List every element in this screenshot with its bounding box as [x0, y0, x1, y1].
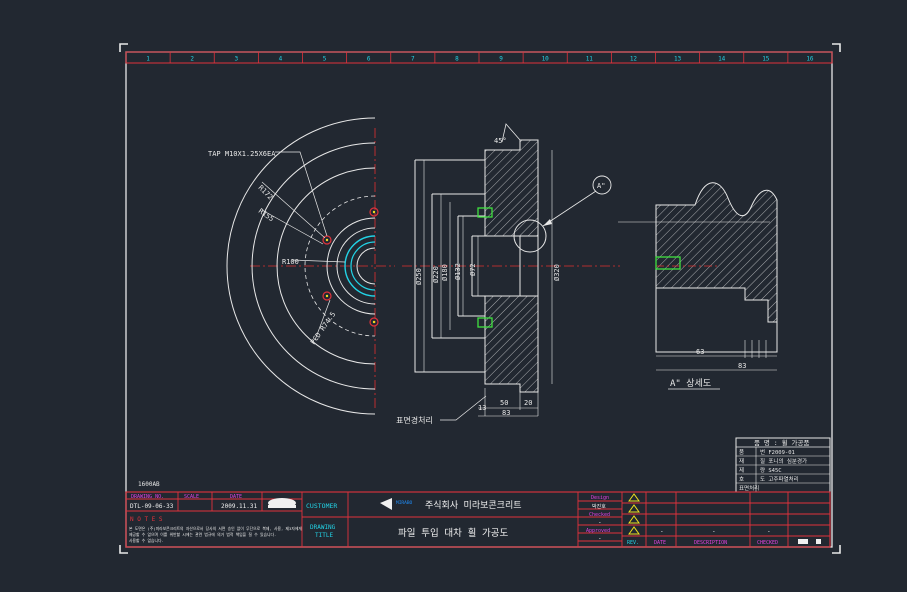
checked-value: - [598, 519, 602, 526]
design-name: 박진호 [592, 503, 606, 510]
rev-header-date: DATE [654, 540, 666, 546]
notes-line-1: 본 도면은 (주)미라보콘크리트의 자산으로서 당사의 서면 승인 없이 무단으… [129, 526, 302, 531]
svg-text:MIRABO: MIRABO [396, 500, 413, 506]
company-logo-icon: MIRABO [380, 498, 413, 510]
dia-320: Ø320 [553, 264, 561, 281]
small-tag: 1600AB [138, 481, 160, 488]
company-seal-icon [268, 498, 296, 508]
grid-number: 1 [146, 56, 150, 63]
revision-triangles [628, 493, 640, 535]
grid-number: 6 [367, 56, 371, 63]
rev-header-rev: REV. [627, 540, 639, 546]
pcd-label: PCD R74.5 [309, 310, 337, 346]
dim-50: 50 [500, 399, 508, 407]
grid-number: 15 [762, 56, 770, 63]
surface-treatment-label: 표면경처리 [396, 415, 433, 425]
grid-number: 11 [586, 56, 594, 63]
rev-header-checked: CHECKED [757, 540, 778, 546]
grid-number: 2 [190, 56, 194, 63]
grid-number: 4 [279, 56, 283, 63]
grid-number: 10 [542, 56, 550, 63]
parts-row-label: 호 [739, 476, 744, 483]
grid-number: 16 [806, 56, 814, 63]
approved-value: - [598, 535, 602, 542]
hdr-date: DATE [230, 494, 242, 500]
dim-83: 83 [502, 409, 510, 417]
title-block: DRAWING NO. SCALE DATE DTL-09-06-33 2009… [125, 491, 831, 548]
notes-line-3: 사용할 수 없습니다. [129, 538, 164, 543]
drawing-border [125, 51, 833, 548]
parts-row-value: 질 포니의 심분경가 [760, 457, 807, 465]
front-view: TAP M10X1.25X6EA R172 R155 R100 PCD R74.… [208, 117, 395, 415]
parts-row-label: 품 [739, 449, 744, 456]
hdr-scale: SCALE [184, 494, 199, 500]
parts-row-value: 량 S45C [760, 467, 782, 474]
dia-180: Ø180 [441, 264, 449, 281]
detail-a-view: 63 83 A" 상세도 [618, 182, 778, 390]
tap-label: TAP M10X1.25X6EA [208, 150, 276, 158]
parts-row-value: 번 F2009-01 [760, 448, 795, 456]
angle-label: 45° [494, 137, 507, 145]
rev-dash-1: - [660, 528, 664, 535]
grid-number: 13 [674, 56, 682, 63]
dia-132: Ø132 [454, 263, 462, 280]
checked-label: Checked [589, 512, 610, 518]
customer-label: CUSTOMER [306, 502, 337, 510]
dia-250: Ø250 [415, 268, 423, 285]
grid-number: 3 [235, 56, 239, 63]
notes-line-2: 제공할 수 없으며 이를 위반할 시에는 관련 법규에 의거 법적 책임을 질 … [129, 532, 276, 537]
r100-label: R100 [282, 258, 299, 266]
grid-number: 5 [323, 56, 327, 63]
checked-box-icons [798, 539, 821, 544]
grid-number: 7 [411, 56, 415, 63]
grid-number: 12 [630, 56, 638, 63]
approved-label: Approved [586, 528, 610, 534]
detail-marker: A" [597, 182, 605, 190]
dim-20: 20 [524, 399, 532, 407]
rev-header-description: DESCRIPTION [694, 540, 727, 546]
notes-title: N O T E S [130, 516, 163, 523]
grid-number: 9 [499, 56, 503, 63]
corner-marks [119, 43, 841, 554]
section-view: 45° A" Ø250 Ø220 Ø180 Ø132 Ø72 Ø320 13 5… [396, 123, 620, 425]
drawing-title: 파일 투입 대차 휠 가공도 [398, 527, 509, 539]
company-name: 주식회사 미라보콘크리트 [425, 500, 522, 511]
parts-row-label: 표면처리 [739, 484, 759, 492]
parts-row-label: 재 [739, 457, 744, 465]
detail-dim-83: 83 [738, 362, 746, 370]
dia-72: Ø72 [469, 263, 477, 276]
dia-220: Ø220 [432, 266, 440, 283]
grid-number: 14 [718, 56, 726, 63]
parts-title: 품 명 : 휠 가공품 [754, 438, 809, 447]
drawing-title-label-1: DRAWING [310, 524, 336, 531]
rev-dash-3: - [767, 528, 771, 535]
parts-row-label: 제 [739, 466, 744, 474]
drawing-title-label-2: TITLE [315, 532, 333, 539]
grid-number: 8 [455, 56, 459, 63]
detail-caption: A" 상세도 [670, 378, 711, 389]
parts-row-value: 도 고주파열처리 [760, 475, 799, 483]
rev-dash-2: - [712, 528, 716, 535]
r155-label: R155 [257, 207, 275, 223]
hdr-drawing-no: DRAWING NO. [131, 494, 164, 500]
drawing-no-value: DTL-09-06-33 [130, 503, 174, 510]
detail-dim-63: 63 [696, 348, 704, 356]
dim-13: 13 [478, 404, 486, 412]
date-value: 2009.11.31 [221, 503, 258, 510]
design-label: Design [591, 495, 609, 501]
